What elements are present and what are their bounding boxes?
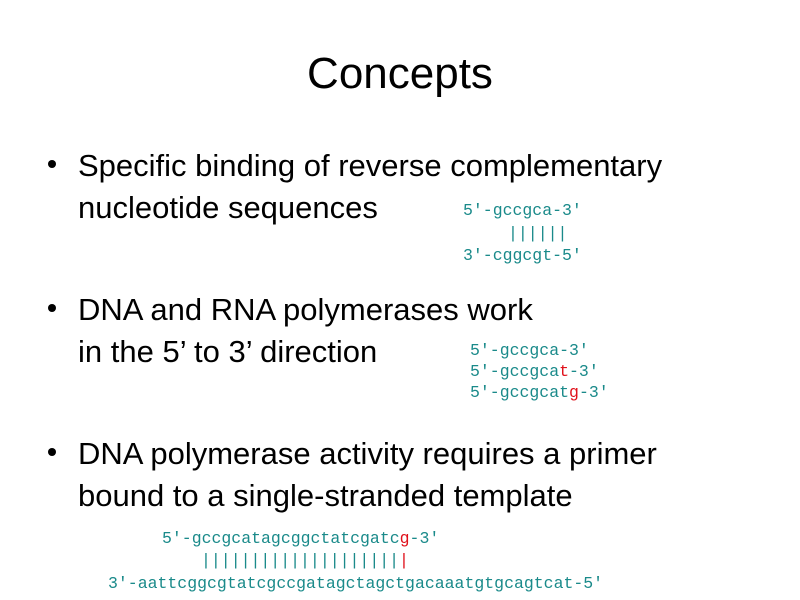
diagram-2-strand-2-suffix: -3′ [569,362,599,381]
bullet-2-line-1: DNA and RNA polymerases work [78,292,533,327]
bullet-3-line-1: DNA polymerase activity requires a prime… [78,436,657,471]
diagram-1-base-pairs: |||||| [508,224,568,243]
diagram-3-base-pairs-normal: |||||||||||||||||||| [201,551,400,570]
bullet-3-dot [48,448,56,456]
diagram-3-primer-strand: 5′-gccgcatagcggctatcgatcg-3′ [162,529,439,549]
diagram-2-strand-3-added-base: g [569,383,579,402]
diagram-1-top-strand: 5′-gccgca-3′ [463,201,582,220]
bullet-3-line-2: bound to a single-stranded template [78,478,573,513]
diagram-2-strand-2-prefix: 5′-gccgca [470,362,560,381]
diagram-3-primer-suffix: -3′ [409,529,440,548]
diagram-3-primer-prefix: 5′-gccgcatagcggctatcgatc [162,529,400,548]
slide-title: Concepts [307,49,493,98]
diagram-2-strand-3-prefix: 5′-gccgcat [470,383,570,402]
bullet-2-dot [48,304,56,312]
diagram-3-base-pair-new: | [399,551,409,570]
bullet-2-line-2: in the 5’ to 3’ direction [78,334,378,369]
bullet-1-line-1: Specific binding of reverse complementar… [78,148,663,183]
diagram-2-strand-3-suffix: -3′ [578,383,609,402]
diagram-2-strand-3: 5′-gccgcatg-3′ [470,383,609,403]
diagram-3-template-strand: 3′-aattcggcgtatcgccgatagctagctgacaaatgtg… [108,574,604,593]
bullet-1-line-2: nucleotide sequences [78,190,378,225]
diagram-2-strand-1: 5′-gccgca-3′ [470,341,589,360]
bullet-1-dot [48,160,56,168]
diagram-3-base-pairs: ||||||||||||||||||||| [201,551,409,571]
diagram-2-strand-2: 5′-gccgcat-3′ [470,362,599,382]
diagram-3-primer-added-base: g [399,529,410,548]
diagram-1-bottom-strand: 3′-cggcgt-5′ [463,246,582,265]
diagram-2-strand-2-added-base: t [559,362,570,381]
